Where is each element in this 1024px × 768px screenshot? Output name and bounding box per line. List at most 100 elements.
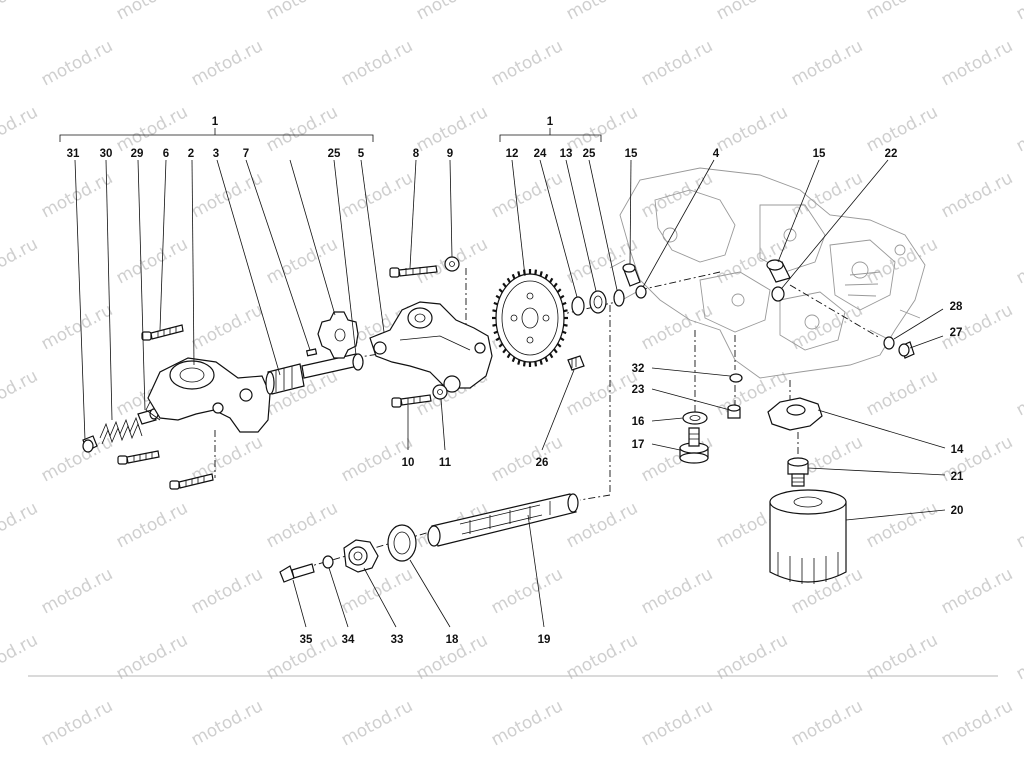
gear-tooth: [511, 273, 516, 280]
callout-23: 23: [632, 384, 645, 396]
watermark-text: motod.ru: [188, 564, 266, 618]
engine-casing: [609, 167, 926, 379]
callout-20: 20: [951, 505, 964, 517]
watermark-text: motod.ru: [713, 0, 791, 24]
group-label-right: 1: [547, 116, 554, 128]
watermark-text: motod.ru: [863, 102, 941, 156]
callout-35: 35: [300, 634, 313, 646]
watermark-text: motod.ru: [788, 300, 866, 354]
watermark-text: motod.ru: [863, 366, 941, 420]
gear-tooth: [493, 301, 499, 306]
watermark-text: motod.ru: [0, 102, 41, 156]
part-15-bush-right: [766, 259, 791, 283]
gear-tooth: [506, 353, 511, 359]
callout-16: 16: [632, 416, 645, 428]
watermark-text: motod.ru: [1013, 234, 1024, 288]
gear-tooth: [549, 277, 554, 283]
watermark-text: motod.ru: [488, 432, 566, 486]
watermark-text: motod.ru: [488, 564, 566, 618]
gear-tooth: [539, 359, 543, 365]
watermark-text: motod.ru: [863, 234, 941, 288]
watermark-text: motod.ru: [0, 366, 41, 420]
callout-15-left: 15: [625, 148, 638, 160]
gear-tooth: [556, 343, 562, 348]
callout-3: 3: [213, 148, 219, 160]
gear-tooth: [559, 294, 565, 299]
part-18-gasket: [387, 524, 417, 562]
callout-17: 17: [632, 439, 645, 451]
watermark-text: motod.ru: [488, 696, 566, 750]
watermark-text: motod.ru: [563, 0, 641, 24]
watermark-text: motod.ru: [788, 696, 866, 750]
part-20-oil-filter: [769, 489, 847, 584]
part-2-pump-body: [145, 357, 271, 433]
part-22-o-ring: [771, 286, 785, 302]
gear-tooth: [506, 277, 511, 283]
part-4-o-ring: [635, 285, 647, 299]
gear-tooth: [559, 337, 565, 342]
part-17-drain-plug: [679, 427, 709, 464]
callout-30: 30: [100, 148, 113, 160]
part-13-bearing: [589, 290, 607, 314]
gear-tooth: [517, 359, 521, 365]
watermark-layer: motod.ru motod.ru motod.ru motod.ru motod.ru…: [0, 0, 1024, 750]
callout-18: 18: [446, 634, 459, 646]
gear-tooth: [495, 337, 501, 342]
watermark-text: motod.ru: [1013, 366, 1024, 420]
gear-tooth: [493, 330, 499, 335]
watermark-text: motod.ru: [938, 696, 1016, 750]
gear-tooth: [549, 353, 554, 359]
callout-29: 29: [131, 148, 144, 160]
part-12-gear-wheel: [492, 269, 568, 367]
callout-7: 7: [243, 148, 249, 160]
callout-5: 5: [358, 148, 365, 160]
part-30-spring: [99, 416, 143, 445]
watermark-text: motod.ru: [188, 300, 266, 354]
callout-34: 34: [342, 634, 355, 646]
part-10-screw: [391, 394, 432, 408]
part-11-washer: [432, 384, 448, 400]
callout-12: 12: [506, 148, 519, 160]
part-16-washer: [682, 411, 708, 425]
callout-31: 31: [67, 148, 80, 160]
watermark-text: motod.ru: [38, 300, 116, 354]
callout-8: 8: [413, 148, 420, 160]
watermark-text: motod.ru: [638, 36, 716, 90]
callout-33: 33: [391, 634, 404, 646]
watermark-text: motod.ru: [713, 102, 791, 156]
watermark-text: motod.ru: [0, 0, 41, 24]
watermark-text: motod.ru: [488, 36, 566, 90]
part-28-washer: [883, 336, 895, 350]
callout-6: 6: [163, 148, 169, 160]
watermark-text: motod.ru: [113, 498, 191, 552]
pump-screw-lower-b: [169, 473, 214, 490]
part-34-washer: [322, 555, 334, 569]
watermark-text: motod.ru: [38, 36, 116, 90]
watermark-text: motod.ru: [1013, 498, 1024, 552]
gear-tooth: [563, 323, 568, 327]
part-27-plug: [898, 341, 915, 359]
gear-tooth: [498, 343, 504, 348]
callout-10: 10: [402, 457, 415, 469]
watermark-text: motod.ru: [638, 696, 716, 750]
watermark-text: motod.ru: [863, 498, 941, 552]
watermark-text: motod.ru: [188, 696, 266, 750]
leader-lines: [74, 159, 946, 628]
group-bracket-right: [499, 128, 602, 142]
gear-tooth: [511, 356, 516, 363]
watermark-text: motod.ru: [1013, 630, 1024, 684]
gear-tooth: [561, 330, 567, 335]
gear-tooth: [534, 361, 538, 367]
callout-13: 13: [560, 148, 573, 160]
pump-screw-lower-a: [117, 450, 160, 465]
part-19-strainer: [427, 493, 579, 547]
callout-25-left: 25: [328, 148, 341, 160]
callout-28: 28: [950, 301, 963, 313]
part-15-bush-left: [622, 263, 641, 287]
watermark-text: motod.ru: [638, 300, 716, 354]
gear-tooth: [492, 323, 497, 327]
part-33-cover: [343, 539, 379, 573]
part-26-bush: [567, 355, 585, 371]
watermark-text: motod.ru: [1013, 0, 1024, 24]
